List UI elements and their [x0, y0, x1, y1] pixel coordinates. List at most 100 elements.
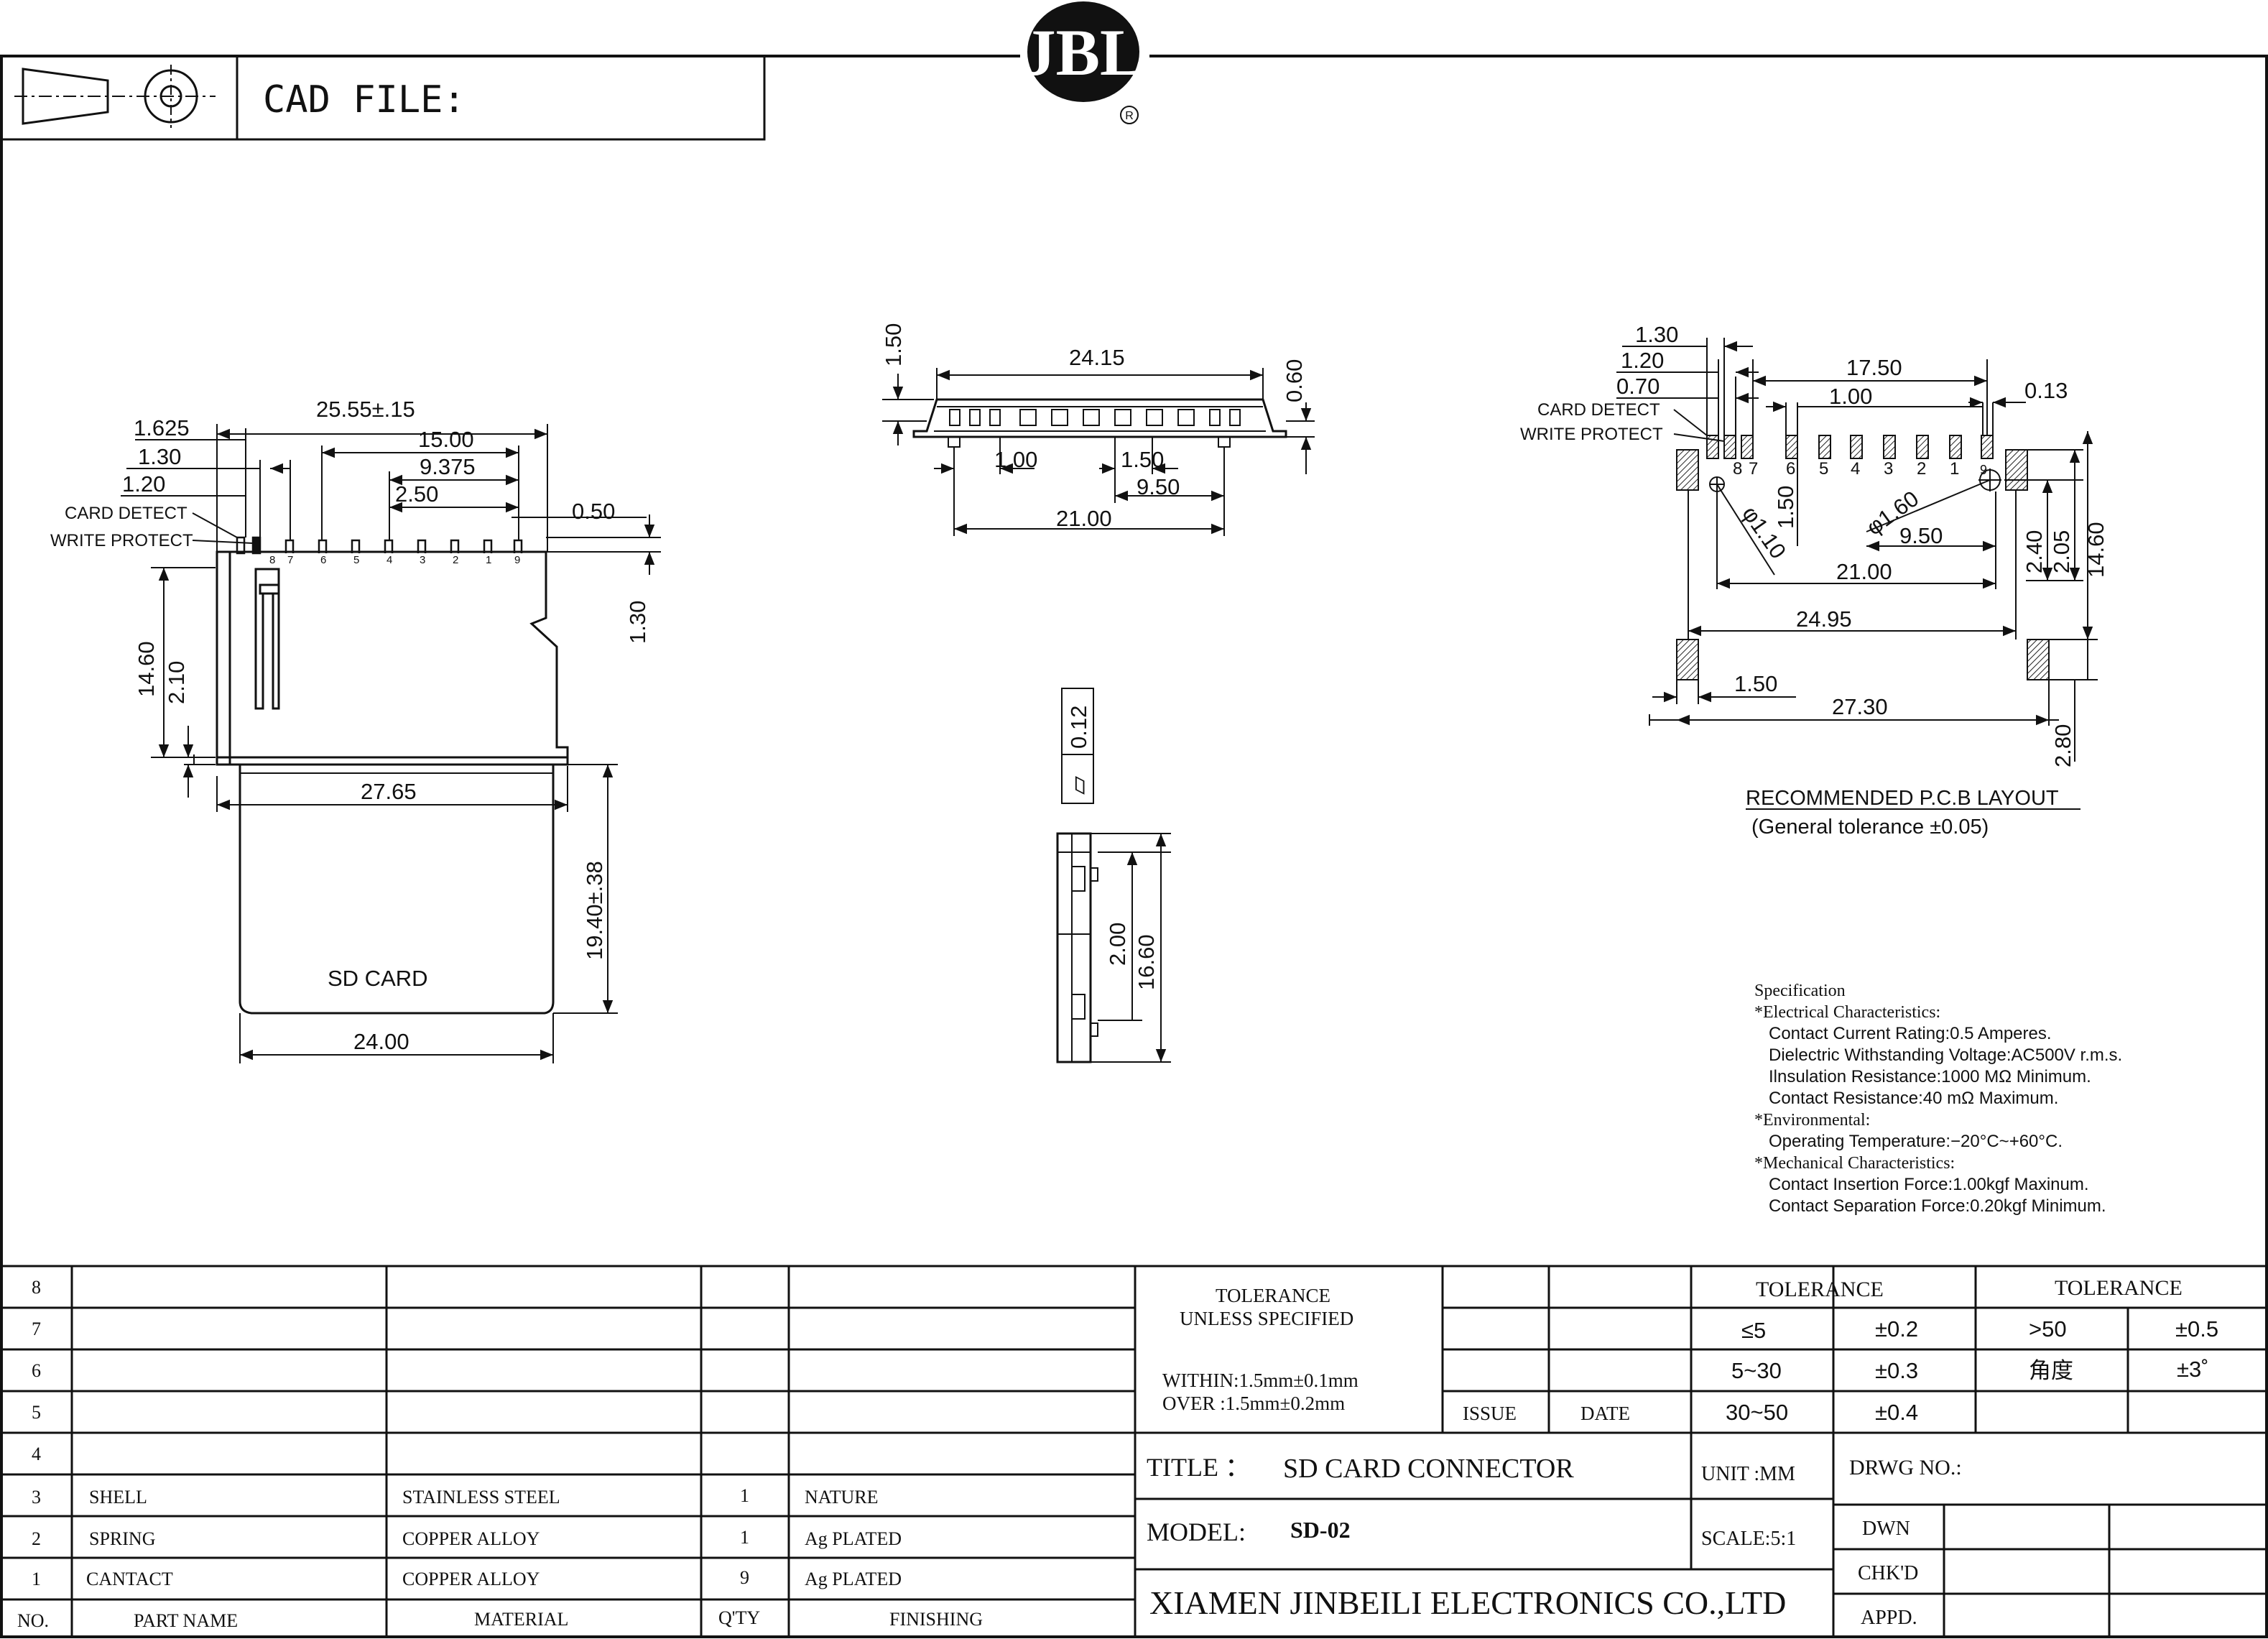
dim-150b: 1.50: [1121, 447, 1164, 472]
side-view-dimensions: [1091, 833, 1171, 1063]
bom-rows: 3 SHELL STAINLESS STEEL 1 NATURE 2 SPRIN…: [17, 1485, 983, 1631]
svg-text:STAINLESS STEEL: STAINLESS STEEL: [402, 1487, 560, 1508]
row-number: 4: [32, 1444, 41, 1464]
svg-text:Ag PLATED: Ag PLATED: [805, 1528, 902, 1549]
front-view-dim-text: 1.625 1.30 1.20 25.55±.15 15.00 9.375 2.…: [50, 397, 650, 1054]
svg-text:1: 1: [740, 1485, 749, 1506]
dim-150: 1.50: [881, 323, 906, 366]
dim-210: 2.10: [164, 661, 189, 704]
top-view-dimensions: [882, 368, 1315, 536]
tol-range: ≤5: [1741, 1318, 1766, 1343]
model-value: SD-02: [1290, 1517, 1351, 1543]
svg-text:COPPER ALLOY: COPPER ALLOY: [402, 1569, 540, 1589]
title-value: SD CARD CONNECTOR: [1283, 1454, 1574, 1484]
projection-symbol-icon: [14, 65, 216, 128]
pin-number: 6: [320, 554, 326, 566]
write-protect-label: WRITE PROTECT: [50, 531, 193, 550]
pin-number: 6: [1786, 459, 1795, 479]
bom-table: [1, 1265, 2267, 1637]
spec-line: Operating Temperature:−20°C~+60°C.: [1769, 1132, 2063, 1151]
spec-line: Contact Current Rating:0.5 Amperes.: [1769, 1024, 2052, 1043]
tol-value: ±0.3: [1875, 1358, 1918, 1383]
svg-text:SHELL: SHELL: [89, 1487, 147, 1508]
dim-1750: 17.50: [1846, 355, 1902, 380]
tol-range: 5~30: [1731, 1358, 1782, 1383]
bom-header-row: NO. PART NAME MATERIAL Q'TY FINISHING: [17, 1607, 983, 1631]
tol-range: >50: [2029, 1316, 2067, 1342]
tol-range: 角度: [2029, 1358, 2073, 1383]
bom-row-numbers: 8 7 6 5 4: [32, 1277, 41, 1464]
pin-number: 8: [1733, 459, 1742, 479]
pcb-dim-text: 1.30 1.20 0.70 17.50 1.00 0.13 φ1.10 1.5…: [1520, 322, 2109, 839]
pin-number: 8: [269, 554, 275, 566]
svg-text:NO.: NO.: [17, 1610, 49, 1631]
title-label: TITLE ：: [1147, 1453, 1251, 1482]
dim-1460: 14.60: [2083, 522, 2109, 578]
card-detect-label: CARD DETECT: [65, 504, 188, 523]
dim-120: 1.20: [1621, 348, 1664, 373]
row-number: 8: [32, 1277, 41, 1298]
title-block-text: TOLERANCE UNLESS SPECIFIED WITHIN:1.5mm±…: [1147, 1276, 2218, 1629]
dim-2555: 25.55±.15: [316, 397, 415, 422]
dim-130: 1.30: [138, 444, 181, 469]
flatness-symbol-icon: ▱: [1065, 775, 1092, 795]
pin-number: 1: [486, 554, 491, 566]
dim-205: 2.05: [2049, 530, 2074, 573]
write-protect-label: WRITE PROTECT: [1520, 425, 1663, 444]
svg-text:SPRING: SPRING: [89, 1528, 155, 1549]
logo-lettering: JBL: [1023, 16, 1144, 89]
unit-label: UNIT :MM: [1701, 1463, 1795, 1485]
card-detect-label: CARD DETECT: [1537, 400, 1660, 420]
cad-file-label: CAD FILE:: [263, 78, 466, 121]
dim-130: 1.30: [1635, 322, 1678, 347]
pin-number: 2: [453, 554, 458, 566]
pcb-pin-numbers: 8 7 6 5 4 3 2 1 9: [1733, 459, 1987, 479]
svg-text:PART NAME: PART NAME: [134, 1610, 238, 1631]
row-number: 6: [32, 1360, 41, 1381]
dim-2100: 21.00: [1056, 506, 1112, 531]
svg-text:Ag PLATED: Ag PLATED: [805, 1569, 902, 1589]
dim-2415: 24.15: [1069, 345, 1125, 370]
svg-text:NATURE: NATURE: [805, 1487, 879, 1508]
front-view: [216, 536, 569, 1015]
dim-120: 1.20: [122, 471, 165, 497]
dim-2100: 21.00: [1836, 559, 1892, 584]
pin-number: 7: [287, 554, 293, 566]
table-row: 3 SHELL STAINLESS STEEL 1 NATURE: [32, 1485, 879, 1508]
drawing-number-label: DRWG NO.:: [1849, 1456, 1962, 1479]
row-number: 7: [32, 1319, 41, 1339]
dim-1660: 16.60: [1134, 934, 1159, 990]
row-number: 5: [32, 1402, 41, 1423]
pin-number: 4: [387, 554, 392, 566]
tolerance-note: TOLERANCE: [1216, 1285, 1330, 1306]
pin-number: 7: [1749, 459, 1758, 479]
dim-100: 1.00: [994, 447, 1037, 472]
tol-value: ±3˚: [2177, 1357, 2209, 1382]
date-label: DATE: [1580, 1403, 1630, 1424]
pcb-layout-subtitle: (General tolerance ±0.05): [1751, 816, 1989, 839]
pin-number: 5: [353, 554, 359, 566]
dim-070: 0.70: [1616, 374, 1660, 399]
tol-value: ±0.2: [1875, 1316, 1918, 1342]
dim-2730: 27.30: [1832, 694, 1888, 719]
spec-line: Contact Resistance:40 mΩ Maximum.: [1769, 1089, 2058, 1108]
registered-mark-icon: R: [1125, 110, 1134, 122]
svg-text:CANTACT: CANTACT: [86, 1569, 173, 1589]
dim-2495: 24.95: [1796, 606, 1852, 632]
tolerance-header: TOLERANCE: [2055, 1276, 2183, 1300]
dim-013: 0.13: [2024, 378, 2068, 403]
dim-280: 2.80: [2050, 724, 2075, 767]
front-view-dimensions: [121, 424, 661, 1063]
model-label: MODEL:: [1147, 1518, 1246, 1546]
title-block: [1135, 1266, 2267, 1637]
pin-number: 3: [420, 554, 425, 566]
tol-value: ±0.5: [2175, 1316, 2218, 1342]
tolerance-note: UNLESS SPECIFIED: [1180, 1308, 1353, 1329]
specification-block: Specification *Electrical Characteristic…: [1754, 982, 2122, 1216]
dim-240: 2.40: [2022, 530, 2047, 573]
pcb-layout-title: RECOMMENDED P.C.B LAYOUT: [1746, 787, 2059, 810]
sd-card-label: SD CARD: [328, 966, 428, 991]
front-view-pin-numbers: 8 7 6 5 4 3 2 1 9: [269, 554, 520, 566]
approved-by-label: APPD.: [1861, 1607, 1917, 1629]
pin-number: 2: [1917, 459, 1926, 479]
